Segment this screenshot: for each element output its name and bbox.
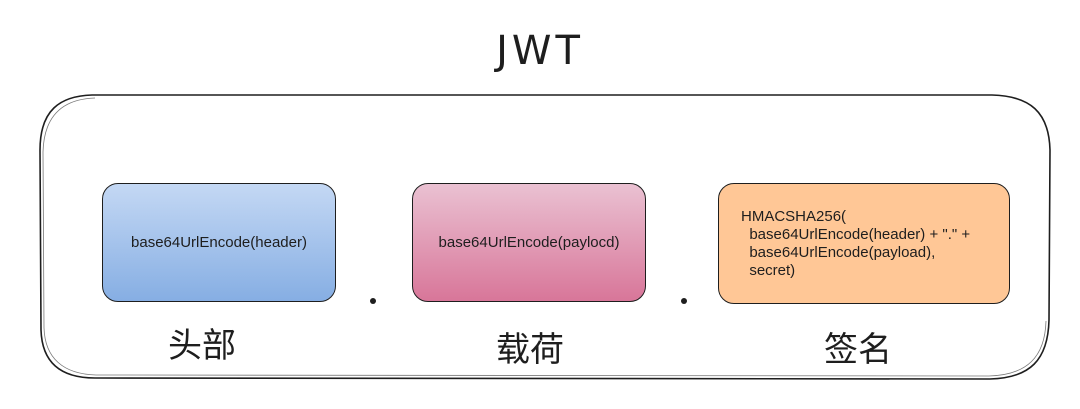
payload-content: base64UrlEncode(paylocd) <box>438 234 620 251</box>
payload-box: base64UrlEncode(paylocd) <box>412 183 646 302</box>
signature-box: HMACSHA256( base64UrlEncode(header) + ".… <box>718 183 1010 304</box>
header-content: base64UrlEncode(header) <box>131 234 307 251</box>
payload-label: 载荷 <box>496 330 564 370</box>
separator-dot-2 <box>681 298 687 304</box>
signature-content: HMACSHA256( base64UrlEncode(header) + ".… <box>741 207 971 279</box>
signature-label: 签名 <box>824 330 892 370</box>
separator-dot-1 <box>370 298 376 304</box>
diagram-title: JWT <box>496 28 584 74</box>
header-box: base64UrlEncode(header) <box>102 183 336 302</box>
header-label: 头部 <box>168 326 236 366</box>
